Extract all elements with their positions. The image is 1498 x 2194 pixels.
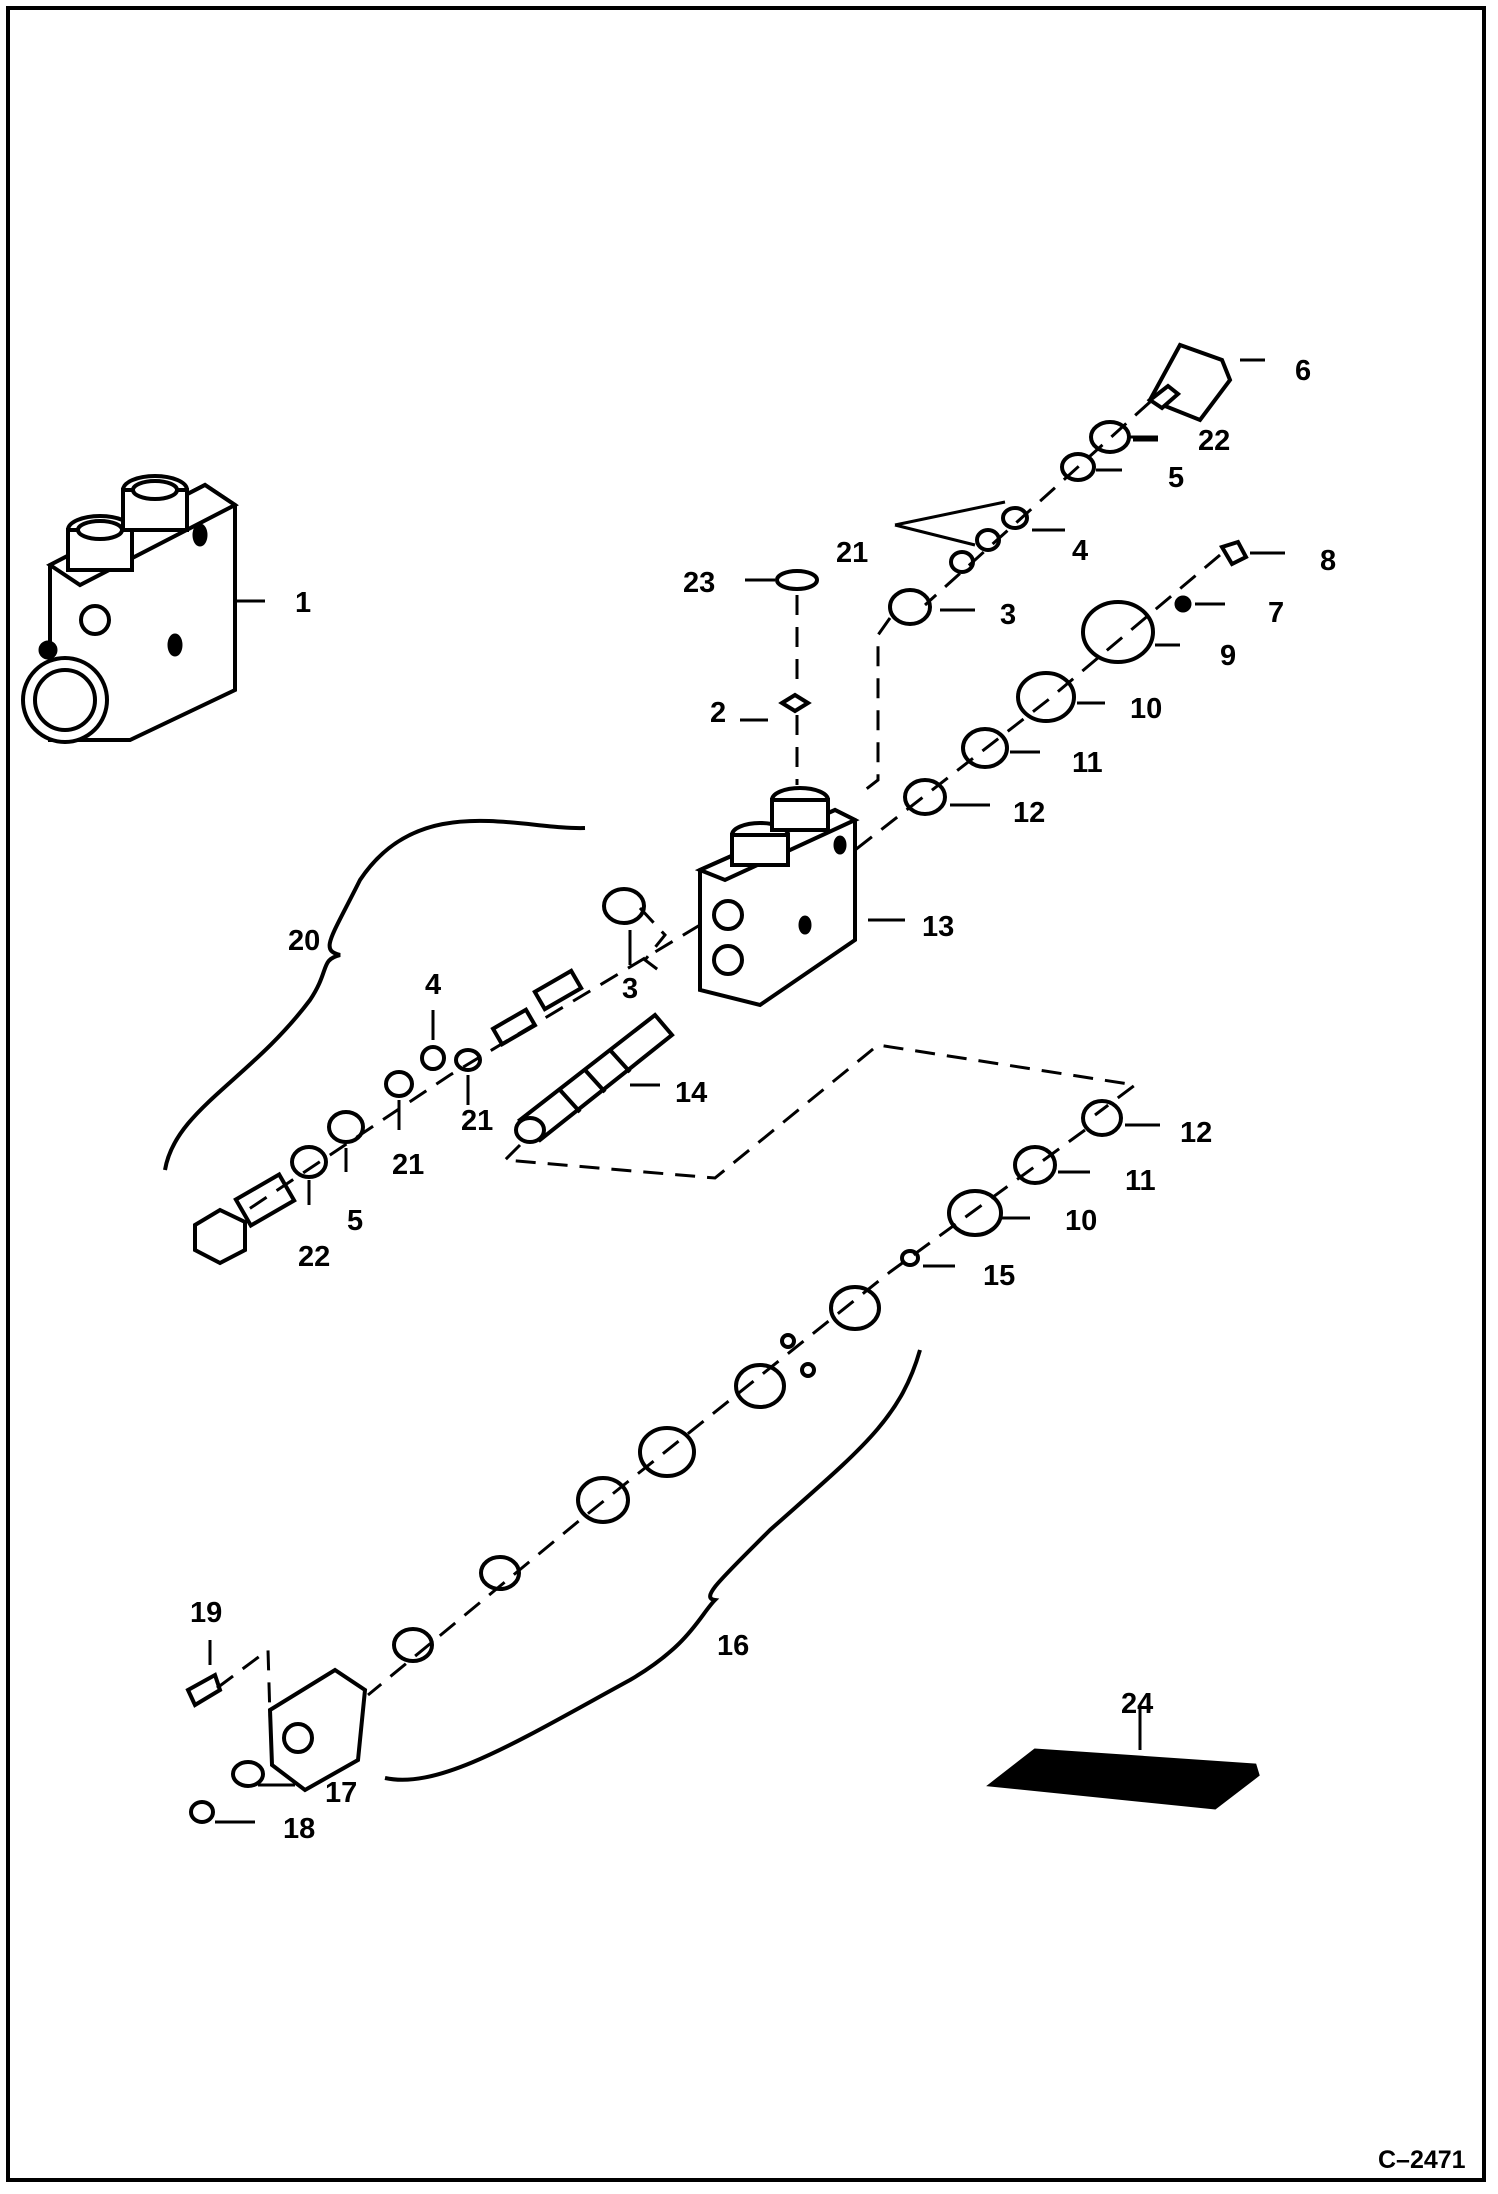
retainer-10-lower bbox=[947, 1189, 1003, 1237]
callout-19: 19 bbox=[190, 1597, 222, 1629]
retainer-10-top bbox=[1016, 671, 1076, 723]
brace-20 bbox=[163, 818, 586, 1171]
callout-22-left: 22 bbox=[298, 1241, 330, 1273]
valve-assembly-illustration bbox=[21, 474, 239, 744]
callout-9: 9 bbox=[1220, 640, 1236, 672]
callout-18: 18 bbox=[283, 1813, 315, 1845]
callout-23: 23 bbox=[683, 567, 715, 599]
callout-5-top: 5 bbox=[1168, 462, 1184, 494]
cap-9 bbox=[1081, 600, 1155, 664]
spring-left bbox=[490, 1006, 538, 1048]
callout-22-top: 22 bbox=[1198, 425, 1230, 457]
o-ring-3-left bbox=[602, 887, 646, 925]
callout-1: 1 bbox=[295, 587, 311, 619]
o-ring-23 bbox=[775, 569, 819, 591]
relief-valve-illustration bbox=[1146, 342, 1233, 423]
callout-17: 17 bbox=[325, 1777, 357, 1809]
screw-19 bbox=[185, 1672, 223, 1708]
end-cap-17-illustration bbox=[267, 1667, 368, 1793]
callout-16: 16 bbox=[717, 1630, 749, 1662]
callout-4-top: 4 bbox=[1072, 535, 1088, 567]
bolt-lower-a bbox=[479, 1555, 521, 1591]
assembly-lines bbox=[216, 400, 1221, 1719]
ball-lower-a bbox=[780, 1333, 796, 1349]
poppet-left-a bbox=[532, 968, 584, 1012]
bolt-lower-b bbox=[392, 1627, 434, 1663]
detent-seat bbox=[734, 1363, 786, 1409]
leader-lines bbox=[208, 358, 1285, 1824]
brace-16 bbox=[384, 1349, 922, 1782]
diagram-frame bbox=[6, 6, 1486, 2182]
seal-21-left-a bbox=[454, 1048, 482, 1072]
spool-14-illustration bbox=[514, 1012, 675, 1144]
screw-18 bbox=[189, 1800, 215, 1824]
valve-body-illustration bbox=[694, 786, 860, 1008]
callout-10-top: 10 bbox=[1130, 693, 1162, 725]
plug-8 bbox=[1218, 539, 1249, 567]
o-ring-4-left bbox=[420, 1045, 446, 1071]
washer-22-left bbox=[290, 1145, 328, 1179]
orifice-2 bbox=[778, 692, 812, 714]
set-screw-7 bbox=[1174, 595, 1192, 613]
callout-12-top: 12 bbox=[1013, 797, 1045, 829]
callout-13: 13 bbox=[922, 911, 954, 943]
callout-12-lower: 12 bbox=[1180, 1117, 1212, 1149]
callout-labels: 1 2 3 3 4 4 5 5 6 7 8 9 10 10 11 11 12 1… bbox=[190, 355, 1336, 1845]
callout-7: 7 bbox=[1268, 597, 1284, 629]
callout-21-top: 21 bbox=[836, 537, 868, 569]
callout-15: 15 bbox=[983, 1260, 1015, 1292]
callout-21-left-a: 21 bbox=[461, 1105, 493, 1137]
callout-3-top: 3 bbox=[1000, 599, 1016, 631]
seal-kit-24 bbox=[986, 1748, 1260, 1810]
callout-3-left: 3 bbox=[622, 973, 638, 1005]
diagram-reference-code: C–2471 bbox=[1378, 2146, 1466, 2174]
callout-11-top: 11 bbox=[1072, 747, 1103, 779]
washer-17 bbox=[231, 1760, 265, 1788]
callout-24: 24 bbox=[1121, 1688, 1153, 1720]
callout-10-lower: 10 bbox=[1065, 1205, 1097, 1237]
o-ring-3-top bbox=[888, 588, 932, 626]
callout-14: 14 bbox=[675, 1077, 707, 1109]
ball-lower-b bbox=[800, 1362, 816, 1378]
callout-21-left-b: 21 bbox=[392, 1149, 424, 1181]
callout-11-lower: 11 bbox=[1125, 1165, 1156, 1197]
callout-6: 6 bbox=[1295, 355, 1311, 387]
spring-seat-b bbox=[576, 1476, 630, 1524]
callout-20: 20 bbox=[288, 925, 320, 957]
callout-2: 2 bbox=[710, 697, 726, 729]
o-ring-12-lower bbox=[1081, 1099, 1123, 1137]
spring-seat-a bbox=[829, 1285, 881, 1331]
callout-4-left: 4 bbox=[425, 969, 441, 1001]
o-ring-4-top bbox=[1001, 506, 1029, 530]
seal-21-left-b bbox=[384, 1070, 414, 1098]
seal-21-top-b bbox=[949, 550, 975, 574]
o-ring-5-left bbox=[327, 1110, 365, 1144]
callout-5-left: 5 bbox=[347, 1205, 363, 1237]
callout-8: 8 bbox=[1320, 545, 1336, 577]
